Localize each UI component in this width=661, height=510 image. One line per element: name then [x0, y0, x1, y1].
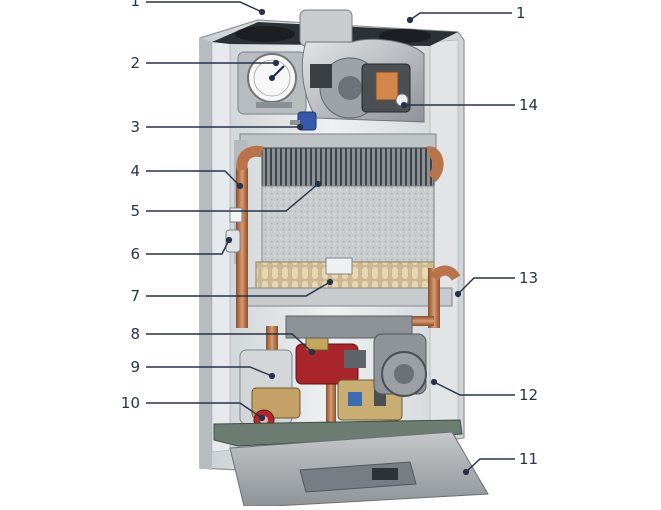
leader-dot-1-left — [258, 8, 266, 16]
leader-line-4 — [146, 170, 241, 187]
leader-dot-4 — [236, 182, 244, 190]
leader-dot-13 — [454, 290, 462, 298]
leader-dot-5 — [314, 180, 322, 188]
leader-dot-9 — [268, 372, 276, 380]
leader-dot-7 — [326, 278, 334, 286]
leader-line-8 — [146, 333, 313, 353]
callout-label-12: 12 — [519, 386, 539, 404]
leader-line-13 — [457, 277, 515, 295]
callout-label-11: 11 — [519, 450, 539, 468]
leader-dot-10 — [258, 414, 266, 422]
leader-dot-11 — [462, 468, 470, 476]
leader-line-11 — [465, 458, 515, 473]
callout-label-13: 13 — [519, 269, 539, 287]
fan-motor — [361, 63, 411, 113]
callout-label-14: 14 — [519, 96, 539, 114]
heat-exchanger — [234, 133, 437, 264]
callout-label-5: 5 — [130, 202, 140, 220]
leader-dot-14 — [400, 101, 408, 109]
leader-line-9 — [146, 366, 273, 377]
leader-lines — [146, 1, 515, 476]
leader-dot-12 — [430, 378, 438, 386]
leader-line-1-right — [409, 12, 512, 21]
callout-label-9: 9 — [130, 358, 140, 376]
leader-dot-3 — [296, 123, 304, 131]
callout-label-3: 3 — [130, 118, 140, 136]
callout-label-2: 2 — [130, 54, 140, 72]
callout-label-6: 6 — [130, 245, 140, 263]
callout-label-4: 4 — [130, 162, 140, 180]
leader-line-12 — [433, 381, 515, 396]
callout-label-8: 8 — [130, 325, 140, 343]
callout-label-1-left: 1 — [130, 0, 140, 10]
leader-dot-1-right — [406, 16, 414, 24]
callout-label-1-right: 1 — [516, 4, 526, 22]
callout-label-10: 10 — [120, 394, 140, 412]
leader-dot-8 — [308, 348, 316, 356]
circulation-pump — [373, 333, 427, 397]
leader-dot-2 — [272, 59, 280, 67]
control-panel — [213, 419, 489, 507]
leader-dot-6 — [225, 236, 233, 244]
leader-line-6 — [146, 239, 230, 255]
callout-label-7: 7 — [130, 287, 140, 305]
burner — [239, 257, 453, 307]
pressure-gauge — [237, 51, 307, 115]
leader-line-1-left — [146, 1, 263, 13]
leader-line-5 — [146, 183, 319, 212]
leader-line-7 — [146, 281, 331, 297]
leader-line-10 — [146, 402, 263, 419]
